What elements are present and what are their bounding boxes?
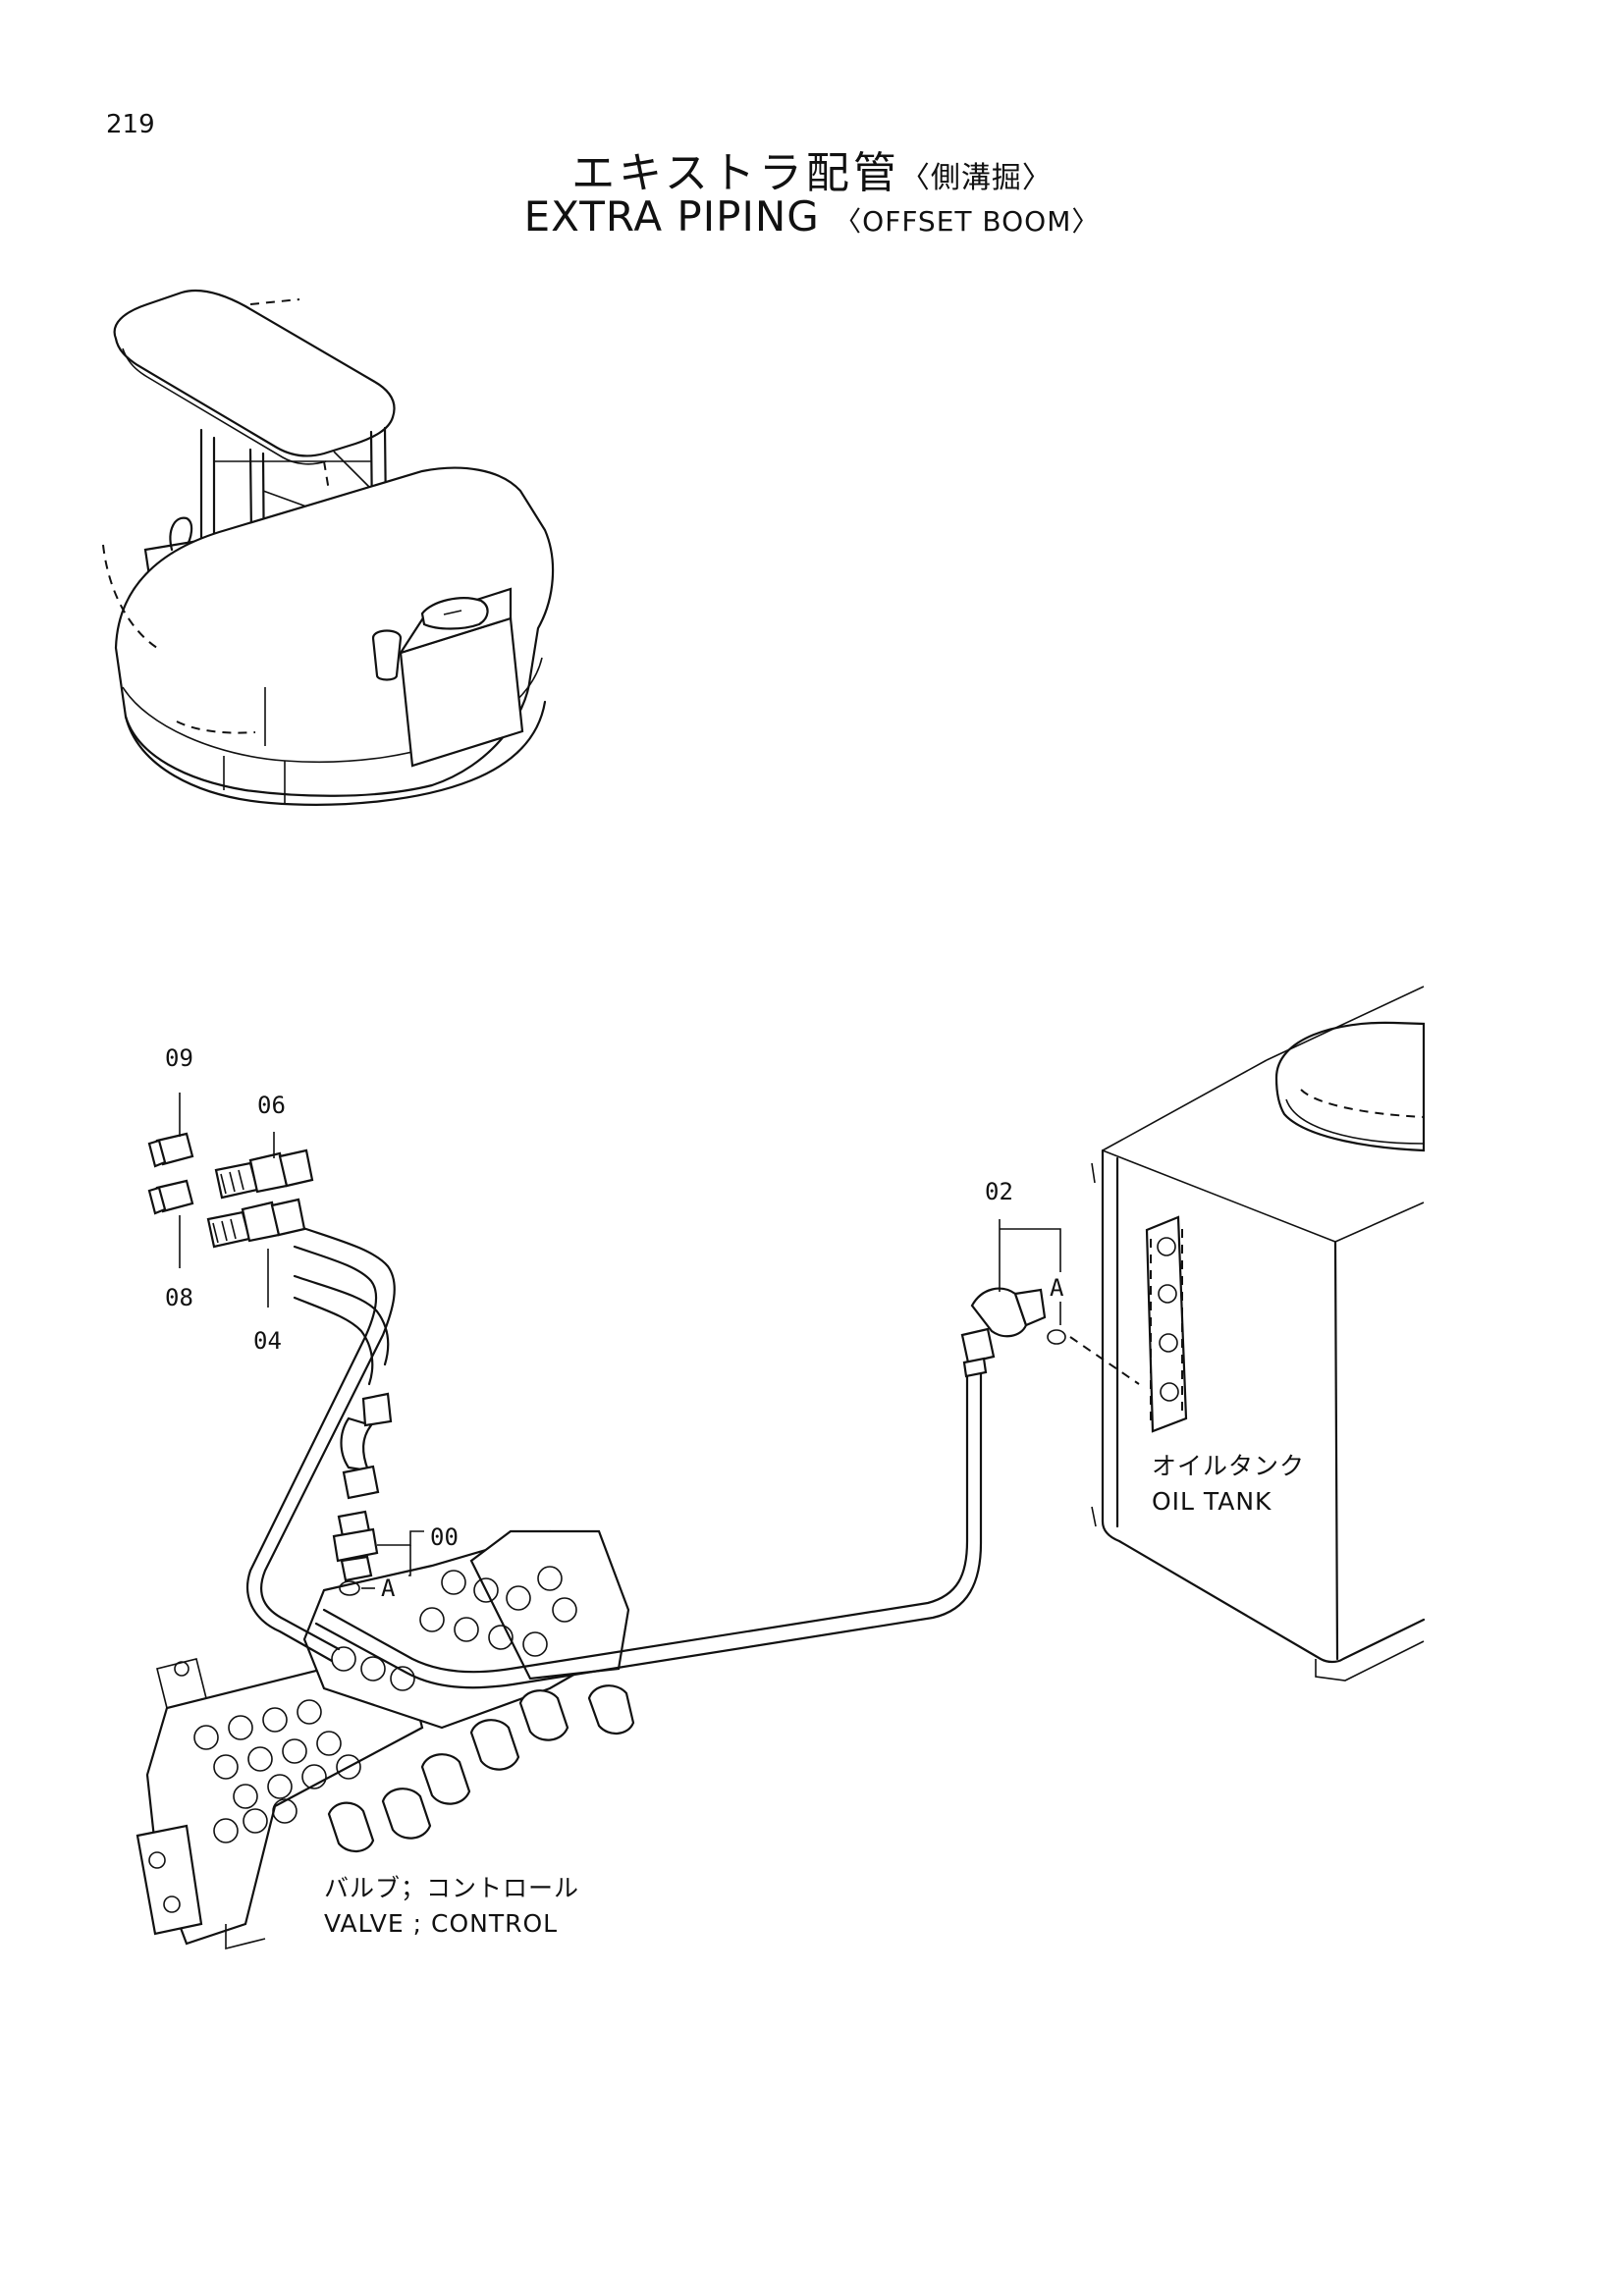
control-valve-illustration — [135, 1529, 635, 1950]
title-jp-sub: 〈側溝掘〉 — [899, 161, 1053, 195]
fittings — [147, 1132, 1066, 1596]
callout-00: 00 — [430, 1523, 459, 1551]
page-number: 219 — [106, 110, 155, 139]
oil-tank-illustration — [1069, 986, 1426, 1682]
title-english: EXTRA PIPING 〈OFFSET BOOM〉 — [0, 192, 1624, 240]
valve-label-jp: バルブ；コントロール — [324, 1874, 579, 1902]
title-jp-main: エキストラ配管 — [571, 148, 900, 198]
callout-02: 02 — [985, 1178, 1013, 1205]
valve-label-en: VALVE ; CONTROL — [324, 1909, 558, 1938]
oil-tank-label-en: OIL TANK — [1152, 1487, 1272, 1516]
machine-overview-illustration — [102, 289, 555, 806]
title-japanese: エキストラ配管〈側溝掘〉 — [0, 137, 1624, 200]
callout-a-bottom: A — [381, 1575, 396, 1602]
callout-04: 04 — [253, 1327, 282, 1355]
title-en-main: EXTRA PIPING — [523, 192, 820, 240]
callout-a-top: A — [1050, 1274, 1064, 1302]
title-en-sub: 〈OFFSET BOOM〉 — [834, 205, 1101, 238]
callout-08: 08 — [165, 1284, 193, 1311]
callout-06: 06 — [257, 1092, 286, 1119]
leader-lines — [179, 1093, 1061, 1589]
piping-lines — [245, 1223, 983, 1689]
callout-09: 09 — [165, 1044, 193, 1072]
oil-tank-label-jp: オイルタンク — [1152, 1452, 1305, 1480]
